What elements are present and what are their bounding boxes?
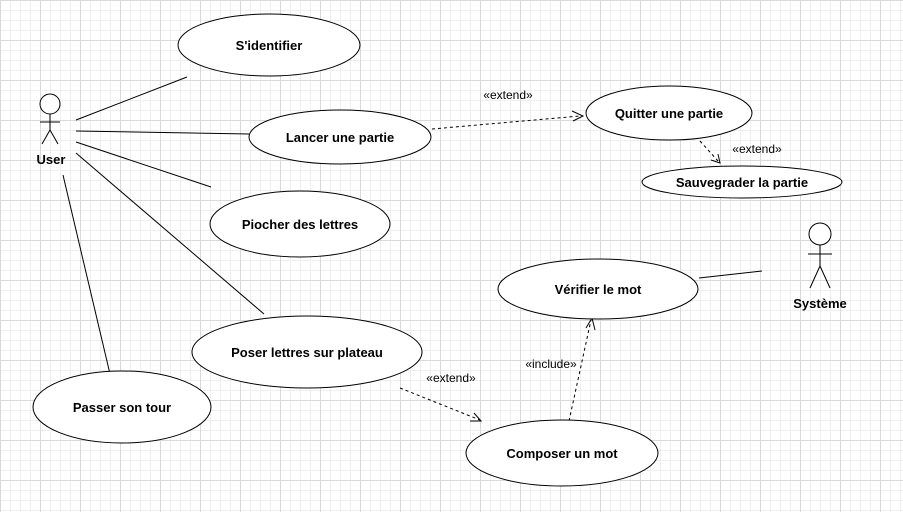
use-case-lancer[interactable]: Lancer une partie [248, 109, 432, 165]
use-case-poser[interactable]: Poser lettres sur plateau [191, 315, 423, 389]
stereotype-poser-composer: «extend» [426, 371, 476, 385]
use-case-sauvegarder[interactable]: Sauvegrader la partie [641, 165, 843, 199]
user-associations [62, 76, 265, 375]
stereotype-quitter-sauvegarder: «extend» [732, 142, 782, 156]
use-case-verifier[interactable]: Vérifier le mot [497, 258, 699, 320]
assoc-systeme-verifier[interactable] [698, 270, 763, 279]
actor-systeme-label: Système [793, 296, 846, 311]
use-case-verifier-label: Vérifier le mot [555, 282, 642, 297]
actor-user[interactable]: User [37, 93, 66, 167]
use-case-identifier-label: S'identifier [236, 38, 303, 53]
actor-user-label: User [37, 152, 66, 167]
assoc-user-piocher[interactable] [75, 141, 212, 188]
use-case-piocher-label: Piocher des lettres [242, 217, 358, 232]
dependencies [399, 110, 721, 422]
stereotype-lancer-quitter: «extend» [483, 88, 533, 102]
user-stick-figure-icon [39, 93, 61, 145]
use-case-quitter[interactable]: Quitter une partie [585, 85, 753, 141]
use-case-poser-label: Poser lettres sur plateau [231, 345, 383, 360]
extend-quitter-sauvegarder[interactable] [699, 140, 721, 164]
assoc-user-identifier[interactable] [75, 76, 188, 121]
extend-lancer-quitter[interactable] [431, 110, 585, 130]
stereotype-composer-verifier: «include» [525, 357, 577, 371]
use-case-quitter-label: Quitter une partie [615, 106, 723, 121]
use-case-composer-label: Composer un mot [506, 446, 618, 461]
use-case-lancer-label: Lancer une partie [286, 130, 394, 145]
use-case-sauvegarder-label: Sauvegrader la partie [676, 175, 808, 190]
use-case-piocher[interactable]: Piocher des lettres [209, 190, 391, 258]
extend-poser-composer[interactable] [399, 387, 483, 422]
use-case-passer[interactable]: Passer son tour [32, 370, 212, 444]
systeme-stick-figure-icon [808, 222, 832, 289]
assoc-user-passer[interactable] [62, 174, 111, 375]
use-case-composer[interactable]: Composer un mot [465, 419, 659, 487]
actor-systeme[interactable]: Système [793, 222, 847, 311]
assoc-user-lancer[interactable] [75, 130, 250, 135]
use-case-passer-label: Passer son tour [73, 400, 171, 415]
assoc-user-poser[interactable] [75, 152, 265, 315]
use-case-identifier[interactable]: S'identifier [177, 13, 361, 77]
